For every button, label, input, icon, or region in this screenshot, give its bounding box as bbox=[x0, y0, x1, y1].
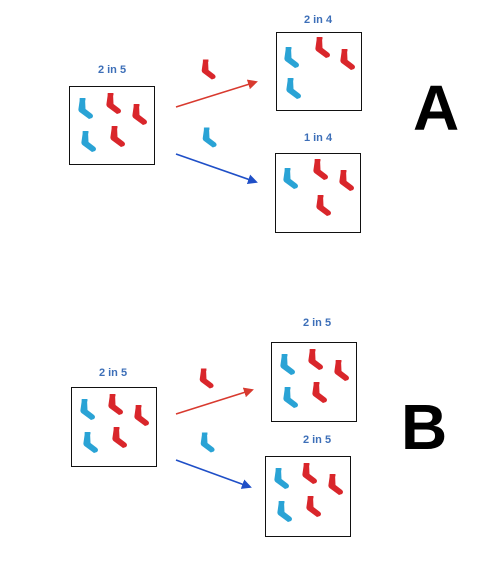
scenario-letter-a: A bbox=[413, 72, 460, 144]
red-result-b-sock-5 bbox=[312, 382, 327, 403]
red-result-b-sock-4 bbox=[283, 387, 298, 408]
drawn-blue-sock-b bbox=[200, 432, 215, 453]
red-draw-result-label-b: 2 in 5 bbox=[302, 317, 332, 329]
start-b-sock-5 bbox=[112, 427, 127, 448]
start-probability-label-b: 2 in 5 bbox=[98, 367, 128, 379]
blue-draw-result-label-b: 2 in 5 bbox=[302, 434, 332, 446]
red-result-b-sock-3 bbox=[334, 360, 349, 381]
red-result-b-sock-2 bbox=[308, 349, 323, 370]
start-a-sock-5 bbox=[110, 126, 125, 147]
drawn-red-sock-a bbox=[201, 59, 216, 80]
blue-result-a-sock-4 bbox=[316, 195, 331, 216]
start-a-sock-1 bbox=[78, 98, 93, 119]
red-result-a-sock-1 bbox=[284, 47, 299, 68]
blue-result-b-sock-1 bbox=[274, 468, 289, 489]
start-b-sock-1 bbox=[80, 399, 95, 420]
start-b-sock-4 bbox=[83, 432, 98, 453]
blue-result-a-sock-2 bbox=[313, 159, 328, 180]
blue-draw-result-label-a: 1 in 4 bbox=[303, 132, 333, 144]
drawn-red-sock-b bbox=[199, 368, 214, 389]
blue-draw-arrow-b bbox=[175, 459, 252, 489]
red-draw-arrow-a bbox=[175, 79, 258, 108]
red-draw-arrow-b bbox=[175, 387, 254, 415]
blue-result-a-sock-3 bbox=[339, 170, 354, 191]
start-b-sock-2 bbox=[108, 394, 123, 415]
red-result-a-sock-3 bbox=[340, 49, 355, 70]
drawn-blue-sock-a bbox=[202, 127, 217, 148]
blue-result-b-sock-2 bbox=[302, 463, 317, 484]
red-result-b-sock-1 bbox=[280, 354, 295, 375]
start-probability-label-a: 2 in 5 bbox=[97, 64, 127, 76]
start-b-sock-3 bbox=[134, 405, 149, 426]
blue-result-a-sock-1 bbox=[283, 168, 298, 189]
scenario-letter-b: B bbox=[401, 391, 448, 463]
blue-result-b-sock-4 bbox=[277, 501, 292, 522]
red-draw-result-label-a: 2 in 4 bbox=[303, 14, 333, 26]
blue-result-b-sock-5 bbox=[306, 496, 321, 517]
start-a-sock-4 bbox=[81, 131, 96, 152]
start-a-sock-2 bbox=[106, 93, 121, 114]
blue-draw-arrow-a bbox=[175, 153, 258, 185]
blue-result-b-sock-3 bbox=[328, 474, 343, 495]
red-result-a-sock-4 bbox=[286, 78, 301, 99]
red-result-a-sock-2 bbox=[315, 37, 330, 58]
start-a-sock-3 bbox=[132, 104, 147, 125]
